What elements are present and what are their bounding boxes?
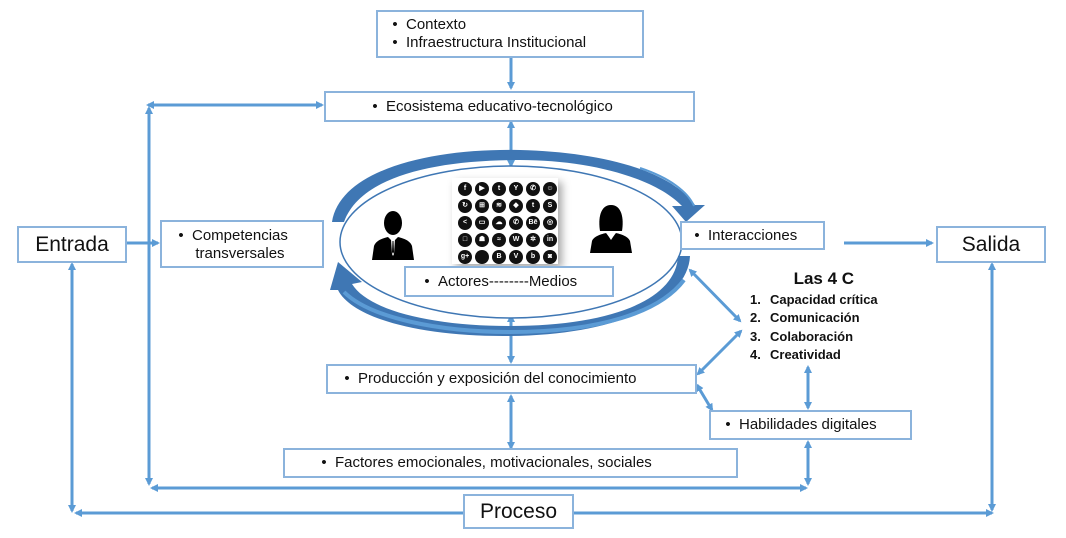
produccion-label: Producción y exposición del conocimiento bbox=[358, 370, 637, 387]
bullet: • bbox=[392, 16, 398, 33]
settings-icon: ✲ bbox=[526, 233, 540, 247]
instagram-icon: ◙ bbox=[543, 250, 557, 264]
bullet: • bbox=[344, 370, 350, 387]
refresh-icon: ↻ bbox=[458, 199, 472, 213]
blogger-icon: B bbox=[492, 250, 506, 264]
cycle-arrow-top bbox=[332, 149, 705, 222]
windows-icon: ⊞ bbox=[475, 199, 489, 213]
cycle-arrow-top-right bbox=[639, 167, 695, 207]
tumblr-icon: t bbox=[526, 199, 540, 213]
linkedin-icon: in bbox=[543, 233, 557, 247]
vine-icon: V bbox=[509, 250, 523, 264]
entrada-label: Entrada bbox=[35, 232, 109, 256]
contexto-box: • Contexto • Infraestructura Institucional bbox=[376, 10, 644, 58]
bullet: • bbox=[178, 227, 184, 244]
arrow-produccion-habilidades bbox=[695, 383, 714, 412]
produccion-box: • Producción y exposición del conocimient… bbox=[326, 364, 697, 394]
actores-medios-box: • Actores--------Medios bbox=[404, 266, 614, 297]
four-c-item: 4.Creatividad bbox=[750, 347, 841, 362]
bullet: • bbox=[321, 454, 327, 471]
interacciones-box: • Interacciones bbox=[680, 221, 825, 250]
infraestructura-item: Infraestructura Institucional bbox=[406, 34, 587, 51]
salida-box: Salida bbox=[936, 226, 1046, 263]
arrow-ellipse-4c bbox=[688, 268, 742, 323]
four-c-item: 1.Capacidad crítica bbox=[750, 291, 878, 307]
habilidades-label: Habilidades digitales bbox=[739, 416, 877, 433]
four-c-item: 3.Colaboración bbox=[750, 328, 854, 344]
dropbox-icon: ◆ bbox=[509, 199, 523, 213]
factores-box: • Factores emocionales, motivacionales, s… bbox=[283, 448, 738, 478]
bullet: • bbox=[392, 34, 398, 51]
cloud-icon: ☁ bbox=[492, 216, 506, 230]
proceso-label: Proceso bbox=[479, 499, 558, 523]
blogger-b-icon: b bbox=[526, 250, 540, 264]
entrada-box: Entrada bbox=[17, 226, 127, 263]
four-c-title: Las 4 C bbox=[793, 269, 855, 288]
rss-icon: ≋ bbox=[492, 199, 506, 213]
competencias-box: • Competencias transversales bbox=[160, 220, 324, 268]
dribbble-icon: ◎ bbox=[543, 216, 557, 230]
behance-icon: Bē bbox=[526, 216, 540, 230]
female-person-icon bbox=[590, 205, 632, 253]
skype-icon: S bbox=[543, 199, 557, 213]
square-icon: □ bbox=[458, 233, 472, 247]
competencias-label-line2: transversales bbox=[195, 245, 285, 262]
actores-medios-label: Actores--------Medios bbox=[438, 272, 578, 290]
male-person-icon bbox=[372, 211, 414, 260]
contexto-item: Contexto bbox=[406, 16, 467, 33]
ecosistema-box: • Ecosistema educativo-tecnológico bbox=[324, 91, 695, 122]
wordpress-icon: W bbox=[509, 233, 523, 247]
google-plus-icon: g+ bbox=[458, 250, 472, 264]
habilidades-box: • Habilidades digitales bbox=[709, 410, 912, 440]
bullet: • bbox=[372, 97, 378, 115]
share-icon: < bbox=[458, 216, 472, 230]
four-c-list: Las 4 C 1.Capacidad crítica 2.Comunicaci… bbox=[750, 269, 878, 365]
four-c-item: 2.Comunicación bbox=[750, 310, 860, 325]
proceso-box: Proceso bbox=[463, 494, 574, 529]
slideshare-icon: ▭ bbox=[475, 216, 489, 230]
bullet: • bbox=[725, 416, 731, 433]
ecosistema-label: Ecosistema educativo-tecnológico bbox=[386, 97, 613, 115]
apple-icon bbox=[475, 250, 489, 264]
salida-label: Salida bbox=[961, 232, 1021, 256]
yammer-icon: Y bbox=[509, 182, 523, 196]
bullet: • bbox=[694, 226, 700, 244]
twitter-icon: t bbox=[492, 182, 506, 196]
cycle-arrow-bottom-light bbox=[342, 278, 686, 335]
user-icon: ☺ bbox=[543, 182, 557, 196]
phone-icon: ✆ bbox=[509, 216, 523, 230]
whatsapp-icon: ✆ bbox=[526, 182, 540, 196]
android-icon: ☗ bbox=[475, 233, 489, 247]
interacciones-label: Interacciones bbox=[708, 226, 798, 244]
factores-label: Factores emocionales, motivacionales, so… bbox=[335, 454, 652, 471]
youtube-icon: ▶ bbox=[475, 182, 489, 196]
arrow-4c-produccion bbox=[696, 329, 743, 376]
competencias-label-line1: Competencias bbox=[192, 227, 288, 244]
facebook-icon: f bbox=[458, 182, 472, 196]
bullet: • bbox=[424, 272, 430, 290]
wifi-icon: ≈ bbox=[492, 233, 506, 247]
